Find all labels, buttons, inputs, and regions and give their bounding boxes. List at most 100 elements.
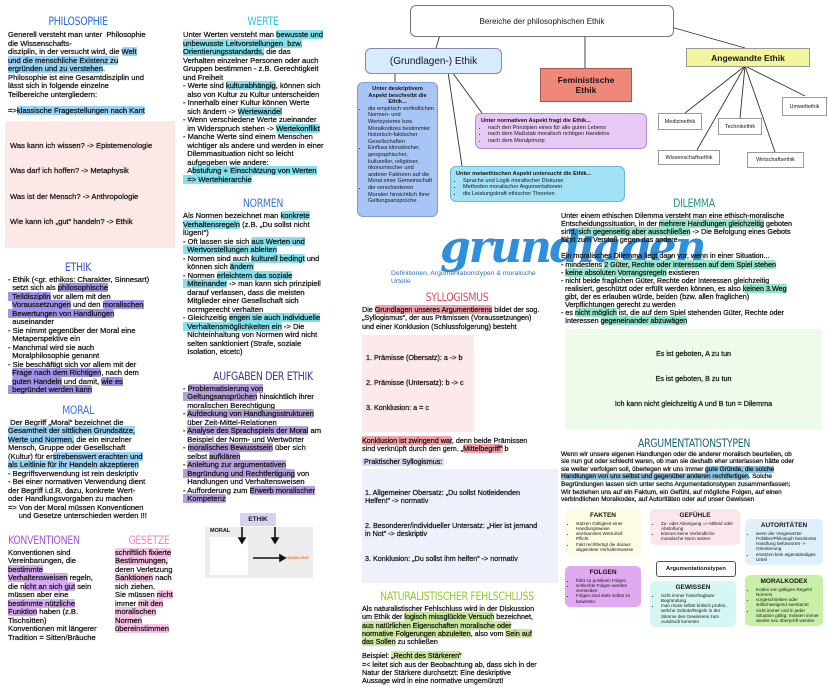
list-item: Sprache und Logik moralischer Diskurse	[463, 178, 619, 185]
text-segment: ist, die auf dem Spiel stehenden Güter, …	[565, 308, 784, 326]
card-title: FOLGEN	[589, 568, 617, 576]
text-segment: Unter einem ethischen Dilemma versteht m…	[561, 211, 785, 229]
naturalist-text: Als naturalistischer Fehlschluss wird in…	[362, 604, 558, 647]
left-column: PHILOSOPHIE Generell versteht man unter …	[5, 14, 190, 643]
syllogismus-intro: Die Grundlagen unseres Argumentierens bi…	[362, 305, 558, 331]
highlighted-phrase: Mittelbegriff“	[463, 444, 503, 454]
text-segment: -> Die Befolgung eines Gebots führt zum …	[561, 227, 791, 269]
argumentation-cards: FAKTEN stützen Gültigkeit einer Handlungs…	[561, 508, 827, 637]
connector-line	[435, 34, 441, 49]
konventionen-gesetze-row: KONVENTIONEN Konventionen sind Vereinbar…	[8, 533, 183, 643]
card-list: wenn der Vorgesetzte/ Politiker/Philosop…	[749, 531, 819, 562]
text-segment: Als Normen bezeichnet man	[183, 211, 281, 220]
highlighted-phrase: Anleitung zur argumentativen Begründung …	[183, 460, 295, 478]
text-segment: =>	[8, 106, 17, 115]
list-item: stützen Gültigkeit einer Handlungsweise	[576, 521, 637, 531]
normativ-title: Unter normativen Aspekt fragt die Ethik.…	[481, 118, 591, 124]
dilemma-heading: DILEMMA	[673, 196, 715, 210]
highlighted-phrase: schriftlich fixierte Bestimmungen,	[115, 547, 172, 565]
metaethisch-title: Unter metaethischen Aspekt untersucht di…	[456, 171, 592, 177]
ethik-heading: ETHIK	[64, 259, 92, 274]
tree-connectors	[394, 26, 806, 167]
praktisch-step: 2. Besonderer/individueller Untersatz: „…	[365, 520, 538, 539]
list-item: wenn der Vorgesetzte/ Politiker/Philosop…	[756, 531, 819, 552]
highlighted-phrase: Konklusion ist zwingend war	[362, 436, 452, 446]
text-segment: - Normen sind auch	[183, 253, 250, 263]
highlighted-phrase: keine absoluten Vorrangsregeln	[565, 267, 667, 277]
list-item: Fakt rechtfertigt die daraus abgeleitete…	[576, 542, 637, 552]
text-segment: -	[183, 460, 186, 469]
metaethisch-box: Unter metaethischen Aspekt untersucht di…	[450, 166, 625, 203]
highlighted-phrase: bestimmte Verhaltensweisen	[8, 564, 68, 582]
list-item: die verschiedenen Moralen hinsichtlich i…	[368, 185, 434, 205]
list-item: man muss selbst kritisch prüfen, welche …	[661, 603, 732, 624]
deskriptiv-box: Unter deskriptivem Aspekt beschreibt die…	[357, 82, 438, 217]
card-list: Zu- oder Abneigung => Mitleid oder Absto…	[654, 521, 736, 542]
diagram-ethik: ETHIK	[240, 513, 276, 526]
konventionen-heading: KONVENTIONEN	[8, 532, 80, 547]
highlighted-phrase: sich gegenseitig aber ausschließen	[578, 227, 691, 237]
list-item: Folgen sind stets selbst zu bewerten	[576, 593, 637, 603]
tree-grundlagen-ethik: (Grundlagen-) Ethik	[365, 48, 502, 74]
list-item: die Leistungskraft ethischer Theorien	[463, 191, 619, 198]
text-segment: , denn beide Prämissen sind verknüpft du…	[362, 436, 528, 454]
question: Was kann ich wissen? -> Epistemenologie	[10, 140, 153, 150]
dilemma-line: Es ist geboten, B zu tun	[655, 373, 732, 383]
highlighted-phrase: Sanktionen	[115, 573, 153, 582]
dilemma-line: Es ist geboten, A zu tun	[655, 348, 732, 358]
middle-column: WERTE Unter Werten versteht man bewusste…	[183, 14, 355, 504]
card-fakten: FAKTEN stützen Gültigkeit einer Handlungs…	[565, 508, 641, 555]
card-list: nicht immer hinterfragbare Begründungman…	[654, 593, 732, 624]
highlighted-phrase: ändern	[229, 262, 254, 271]
grundlagen-subtitle: Definitionen, Argumentationstypen & mora…	[391, 270, 536, 285]
text-segment: über sich selbst	[187, 443, 306, 461]
highlighted-phrase: keinen 3.Weg	[742, 283, 787, 293]
gesetze-section: GESETZE schriftlich fixierte Bestimmunge…	[115, 533, 183, 643]
text-segment: am Beispiel der Norm- und Wertwörter -	[183, 426, 322, 452]
text-segment: , können sich also von Kultur zu Kultur …	[183, 81, 321, 116]
card-title: GEWISSEN	[675, 583, 711, 591]
card-moralkodex: MORALKODEXKodex von gültigen Regeln/ Nor…	[745, 574, 823, 627]
highlighted-phrase: klassische Fragestellungen nach Kant	[16, 106, 145, 115]
philosophie-text: Generell versteht man unter Philosophie …	[8, 30, 190, 99]
text-segment: und den	[70, 300, 103, 309]
argumentation-text: Wenn wir unsere eigenen Handlungen oder …	[561, 450, 827, 504]
highlighted-phrase: gegeneinander abzuwägen	[600, 316, 688, 326]
highlighted-phrase: Frage nach dem Richtigen	[12, 368, 102, 377]
highlighted-phrase: kulturell bedingt	[251, 253, 305, 263]
werte-text: Unter Werten versteht man bewusste und u…	[183, 30, 355, 184]
konklusion-text: Konklusion ist zwingend war, denn beide …	[362, 436, 558, 454]
text-segment: und können sich	[187, 253, 320, 271]
aufgaben-text: - Problematisierung von Geltungsansprüch…	[183, 383, 355, 504]
tree-medizinethik: Medizinethik	[658, 113, 702, 130]
list-item: nach den Prinzipien eines für alle guten…	[488, 125, 641, 132]
dilemma-text: Unter einem ethischen Dilemma versteht m…	[561, 211, 827, 326]
card-title: FAKTEN	[590, 511, 616, 519]
premise: 1. Prämisse (Obersatz): a -> b	[366, 353, 463, 363]
text-segment: die ein einzelner Mensch, Gruppe oder Ge…	[8, 434, 132, 461]
tree-root: Bereiche der philosophischen Ethik	[410, 5, 674, 37]
question: Was darf ich hoffen? -> Metaphysik	[10, 166, 129, 175]
card-title: MORALKODEX	[760, 577, 808, 585]
text-segment: . Solche Begründungen lassen sich unter …	[561, 473, 791, 504]
card-title: GEFÜHLE	[679, 511, 711, 519]
text-segment: b	[502, 444, 509, 454]
text-segment: und damit,	[61, 376, 102, 386]
tree-feministische-ethik: Feministische Ethik	[540, 68, 632, 102]
tree-umweltethik: Umweltethik	[782, 97, 827, 116]
card-list: führt zu positiven Folgenschlechte Folge…	[569, 578, 637, 604]
card-gefuehle: GEFÜHLE Zu- oder Abneigung => Mitleid ode…	[650, 508, 740, 545]
premises-box: 1. Prämisse (Obersatz): a -> b 2. Prämis…	[362, 334, 474, 433]
connector-line	[684, 65, 746, 114]
connector-line	[670, 26, 746, 49]
conclusion: 3. Konklusion: a = c	[366, 403, 429, 413]
text-segment: - Manche Werte sind einem Menschen wicht…	[183, 132, 324, 175]
konventionen-text: Konventionen sind Vereinbarungen, die be…	[8, 548, 112, 643]
list-item: nicht immer hinterfragbare Begründung	[661, 593, 732, 603]
moral-text: Der Begriff „Moral“ bezeichnet die Gesam…	[8, 418, 190, 521]
werte-heading: WERTE	[247, 14, 279, 28]
list-item: ersetzen kein eigenständiges Urteil	[756, 552, 819, 562]
highlighted-phrase: Wertewandel	[237, 106, 282, 116]
praktisch-label: Praktischer Syllogismus:	[362, 456, 445, 467]
list-item: vorgeschrieben oder stillschweigend aner…	[756, 597, 819, 607]
